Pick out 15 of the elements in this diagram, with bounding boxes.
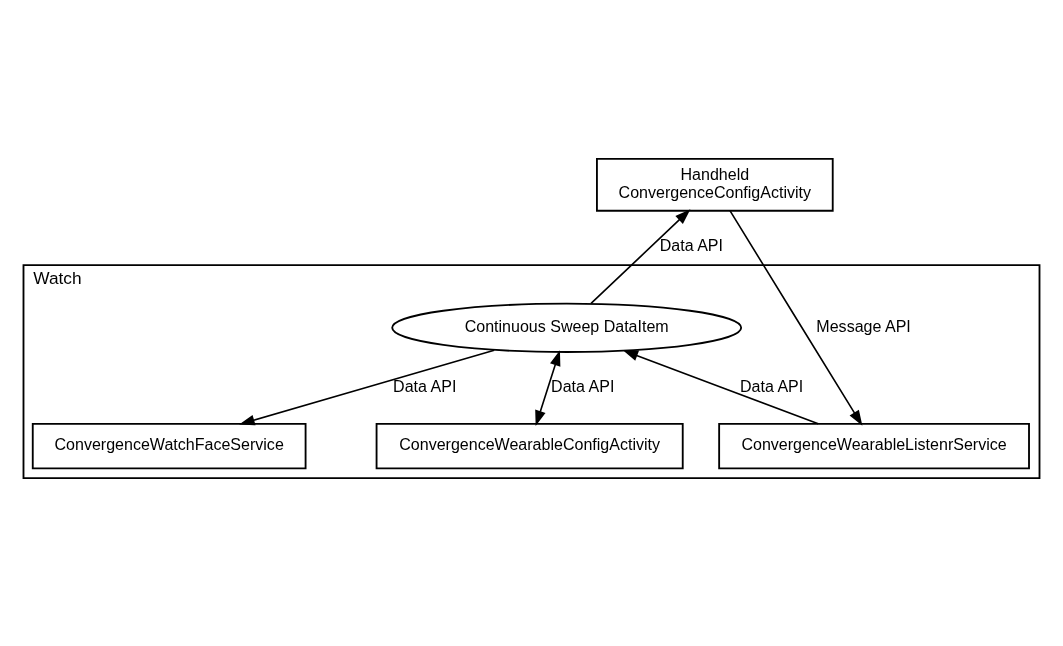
arrow [729, 209, 863, 426]
node-ellipse: Continuous Sweep DataItem [391, 302, 743, 353]
arrow [590, 208, 691, 304]
arrow [239, 348, 496, 425]
arrow [622, 349, 819, 425]
node-box: ConvergenceWatchFaceService [31, 422, 307, 469]
edge-label: Data API [739, 376, 804, 395]
node-box: Handheld ConvergenceConfigActivity [596, 157, 834, 212]
edge-label: Data API [393, 376, 457, 395]
edge-label: Data API [659, 235, 724, 254]
node-box: ConvergenceWearableConfigActivity [375, 422, 684, 469]
edge-label: Data API [551, 376, 615, 395]
arrow [535, 349, 561, 426]
edge-label: Message API [816, 316, 911, 335]
node-box: ConvergenceWearableListenrService [718, 422, 1030, 469]
